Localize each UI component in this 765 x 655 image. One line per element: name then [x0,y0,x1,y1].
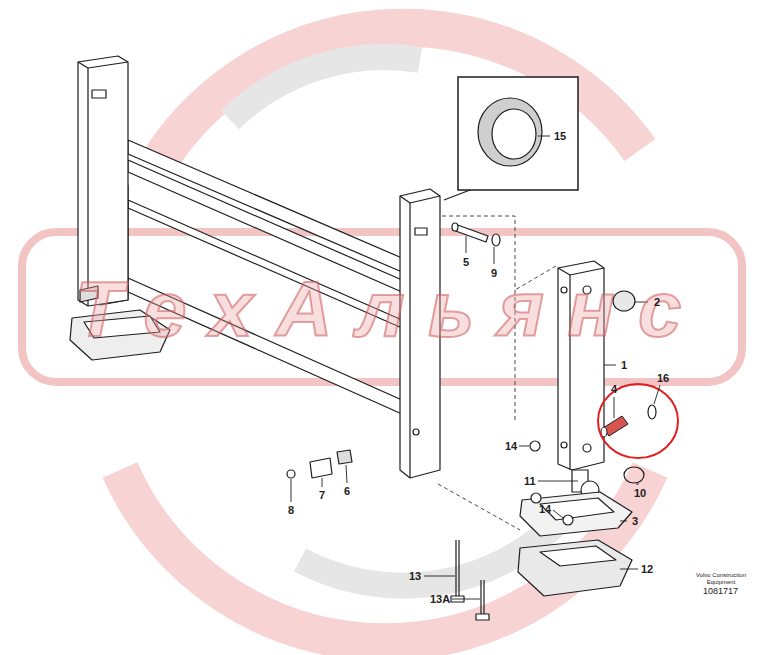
callout-number: 12 [641,563,653,575]
leader-line [291,479,292,502]
bolt [458,540,459,600]
pad [518,540,632,596]
leader-line [620,569,638,570]
post-edge [400,196,440,203]
leader-line [346,465,347,483]
leader-line [620,521,627,522]
pad-top [540,546,616,566]
leader-line [538,136,550,137]
leader-line [636,484,639,485]
foot [520,492,632,536]
ring [648,405,656,419]
watermark-arc [120,470,650,642]
callout-number: 7 [319,489,325,501]
bolt [480,580,481,618]
watermark: ТехАльянс [75,267,705,353]
pin [453,224,488,242]
leader-lines [291,136,660,599]
callout-number: 13A [430,593,450,605]
callout-number: 13 [409,570,421,582]
callout-number: 14 [539,503,551,515]
dashed-line [438,484,520,530]
callout-number: 16 [657,372,669,384]
nut [531,493,541,503]
leader-line [424,576,455,577]
publisher-note: Volvo Construction Equipment [689,572,753,585]
inset [444,77,578,200]
leader-line [452,599,480,600]
hole [561,442,567,448]
inset-box [458,77,578,190]
leader-line [494,247,495,264]
hole [413,429,419,435]
watermark-shapes [22,28,742,643]
callout-number: 1 [621,359,627,371]
callout-number: 5 [463,256,469,268]
leader-line [654,385,660,404]
callout-number: 4 [611,383,617,395]
bolt [455,540,456,600]
pin-end [452,223,458,231]
bolt [483,580,484,618]
nut [530,441,540,451]
callout-number: 3 [632,515,638,527]
ring-inner [492,109,536,159]
post-edge [78,62,128,68]
rail [128,140,402,272]
washer [492,234,500,246]
callout-number: 10 [634,487,646,499]
ring-outer [478,98,542,166]
watermark-gear [230,57,420,120]
callout-number: 14 [505,440,517,452]
leader-line [604,365,616,366]
leader-line [538,481,578,482]
block [337,450,352,464]
o-ring [624,467,644,483]
figure-number: 1081717 [703,587,738,597]
callout-number: 8 [288,504,294,516]
leader-line [614,397,615,418]
foot-top [540,498,614,520]
leader-line [553,510,563,518]
bolt-head [476,614,489,620]
callout-number: 2 [654,296,660,308]
assembly-lines [438,216,556,530]
hole [583,444,591,452]
leader-line [322,478,323,487]
plate [310,458,332,478]
callout-number: 15 [554,130,566,142]
nut [563,515,573,525]
hole [92,90,106,98]
highlight-circle [598,384,678,458]
leader-line [519,446,529,447]
inset-pointer [444,190,470,200]
spring-pin [601,416,628,437]
callout-number: 11 [524,475,536,487]
callout-number: 9 [491,267,497,279]
leader-line [466,236,467,253]
nut [287,470,295,478]
hole [415,228,427,235]
callout-number: 6 [344,485,350,497]
